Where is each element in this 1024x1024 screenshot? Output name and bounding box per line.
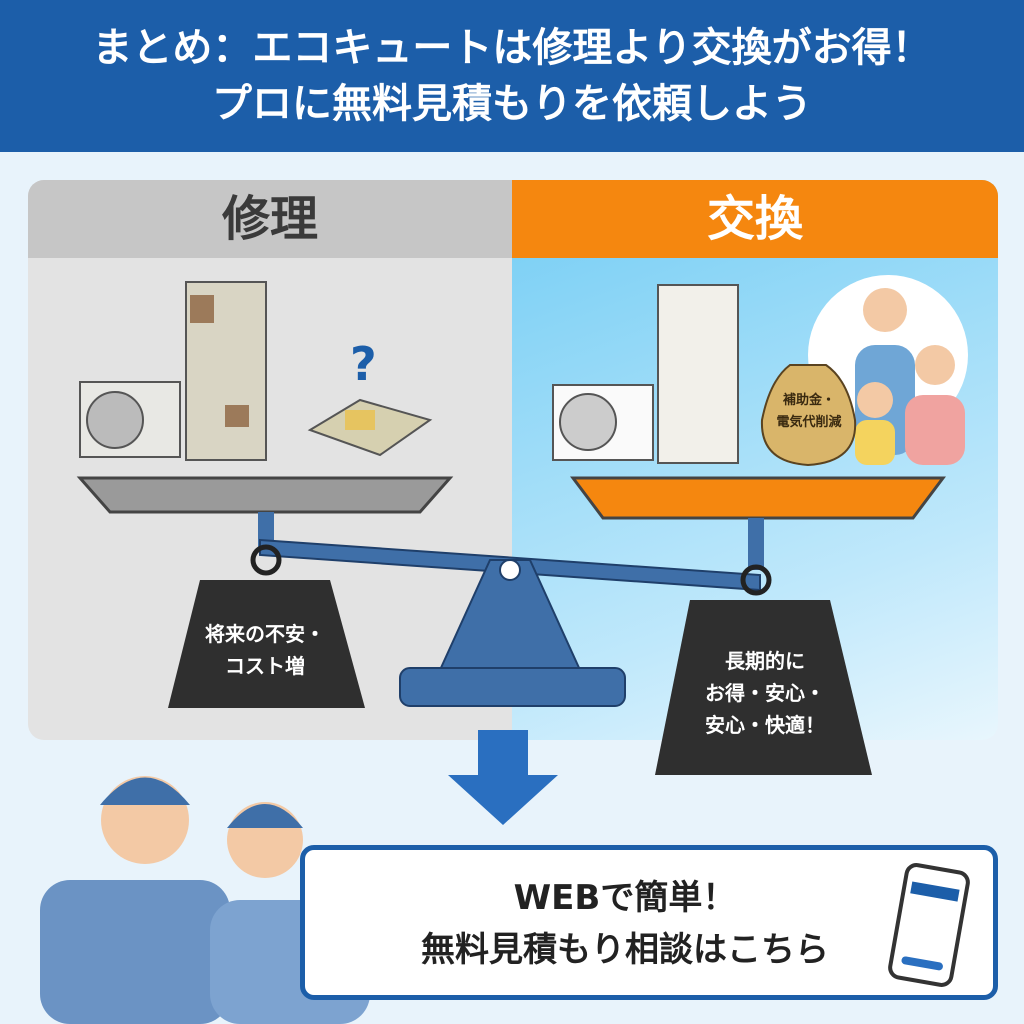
bag-label-line1: 補助金・ bbox=[782, 393, 835, 408]
cta-line1: WEBで簡単！ bbox=[513, 878, 737, 918]
old-heat-pump-unit bbox=[79, 381, 181, 458]
bag-label-line2: 電気代削減 bbox=[776, 415, 842, 430]
right-weight-line1: 長期的に bbox=[725, 649, 805, 673]
old-water-tank bbox=[185, 281, 267, 461]
right-weight-label: 長期的に お得・安心・ 安心・快適！ bbox=[670, 645, 860, 741]
money-bag bbox=[760, 364, 857, 467]
left-weight-line2: コスト増 bbox=[225, 654, 305, 678]
left-weight-line1: 将来の不安・ bbox=[205, 622, 325, 646]
question-mark: ? bbox=[350, 337, 377, 391]
new-heat-pump-unit bbox=[552, 384, 654, 461]
cta-line2: 無料見積もり相談はこちら bbox=[421, 930, 829, 970]
free-estimate-cta[interactable]: WEBで簡単！ 無料見積もり相談はこちら bbox=[300, 845, 998, 1000]
right-weight bbox=[655, 600, 872, 775]
repair-panel: 修理 bbox=[28, 180, 512, 740]
left-weight bbox=[168, 580, 365, 708]
replace-title: 交換 bbox=[512, 180, 998, 258]
header-title-line2: プロに無料見積もりを依頼しよう bbox=[212, 81, 812, 127]
repair-title: 修理 bbox=[28, 180, 512, 258]
new-water-tank bbox=[657, 284, 739, 464]
smartphone-icon bbox=[888, 863, 970, 987]
down-arrow-icon bbox=[448, 730, 558, 825]
money-bag-label: 補助金・ 電気代削減 bbox=[764, 390, 854, 434]
left-weight-label: 将来の不安・ コスト増 bbox=[180, 618, 350, 682]
right-weight-line3: 安心・快適！ bbox=[705, 713, 825, 737]
header-title-line1: まとめ：エコキュートは修理より交換がお得！ bbox=[92, 25, 932, 71]
right-weight-line2: お得・安心・ bbox=[705, 681, 825, 705]
money-stack bbox=[307, 398, 433, 457]
header-banner: まとめ：エコキュートは修理より交換がお得！ プロに無料見積もりを依頼しよう bbox=[0, 0, 1024, 152]
scale bbox=[76, 476, 946, 707]
